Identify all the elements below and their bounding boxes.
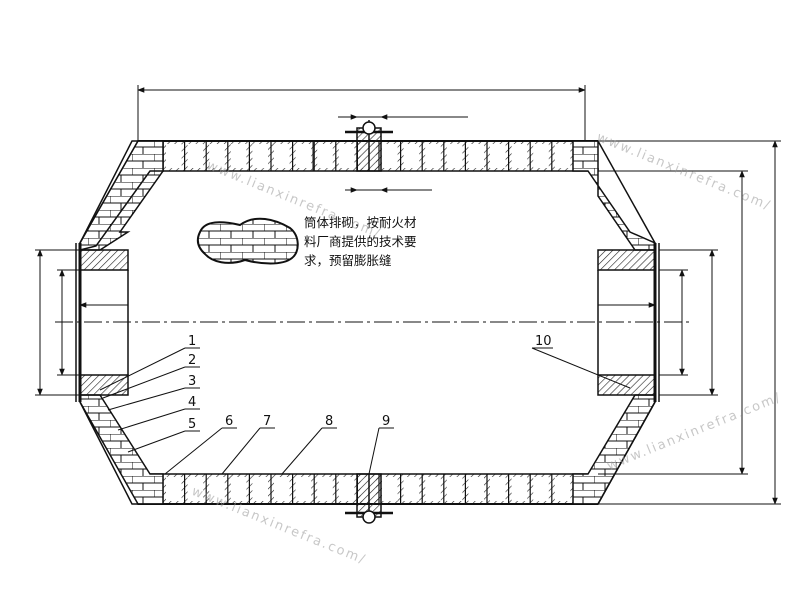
callout-leader-1 xyxy=(99,347,186,391)
steel-shell xyxy=(79,140,656,505)
note-line-2: 料厂商提供的技术要 xyxy=(304,234,417,249)
callout-label-10: 10 xyxy=(535,334,552,349)
right-nozzle xyxy=(597,243,660,402)
callout-label-4: 4 xyxy=(188,395,196,410)
callout-leaders xyxy=(99,347,631,475)
callout-leader-9 xyxy=(368,427,380,475)
callout-leader-7 xyxy=(221,427,261,475)
callout-label-6: 6 xyxy=(225,414,233,429)
brick-pattern-illustration xyxy=(196,217,299,265)
dimension-lines xyxy=(35,85,781,505)
callout-leader-8 xyxy=(281,427,323,475)
callout-leader-4 xyxy=(117,408,186,431)
callout-label-2: 2 xyxy=(188,353,196,368)
callout-leader-10 xyxy=(531,347,631,389)
brickwork-note: 筒体排砌，按耐火材 料厂商提供的技术要 求，预留膨胀缝 xyxy=(304,213,444,270)
note-line-3: 求，预留膨胀缝 xyxy=(304,253,392,268)
callout-leader-6 xyxy=(164,427,223,475)
callout-leader-3 xyxy=(107,387,186,411)
callout-label-1: 1 xyxy=(188,334,196,349)
note-line-1: 筒体排砌，按耐火材 xyxy=(304,215,417,230)
callout-label-9: 9 xyxy=(382,414,390,429)
callout-leader-2 xyxy=(102,366,186,399)
callout-label-5: 5 xyxy=(188,417,196,432)
left-cone-lining xyxy=(79,140,164,505)
callout-labels: 1 2 3 4 5 6 7 8 9 10 xyxy=(188,334,552,432)
bottom-anchor xyxy=(345,473,393,524)
callout-label-7: 7 xyxy=(263,414,271,429)
callout-leader-5 xyxy=(127,430,186,453)
callout-label-8: 8 xyxy=(325,414,333,429)
callout-label-3: 3 xyxy=(188,374,196,389)
top-anchor xyxy=(345,120,393,172)
